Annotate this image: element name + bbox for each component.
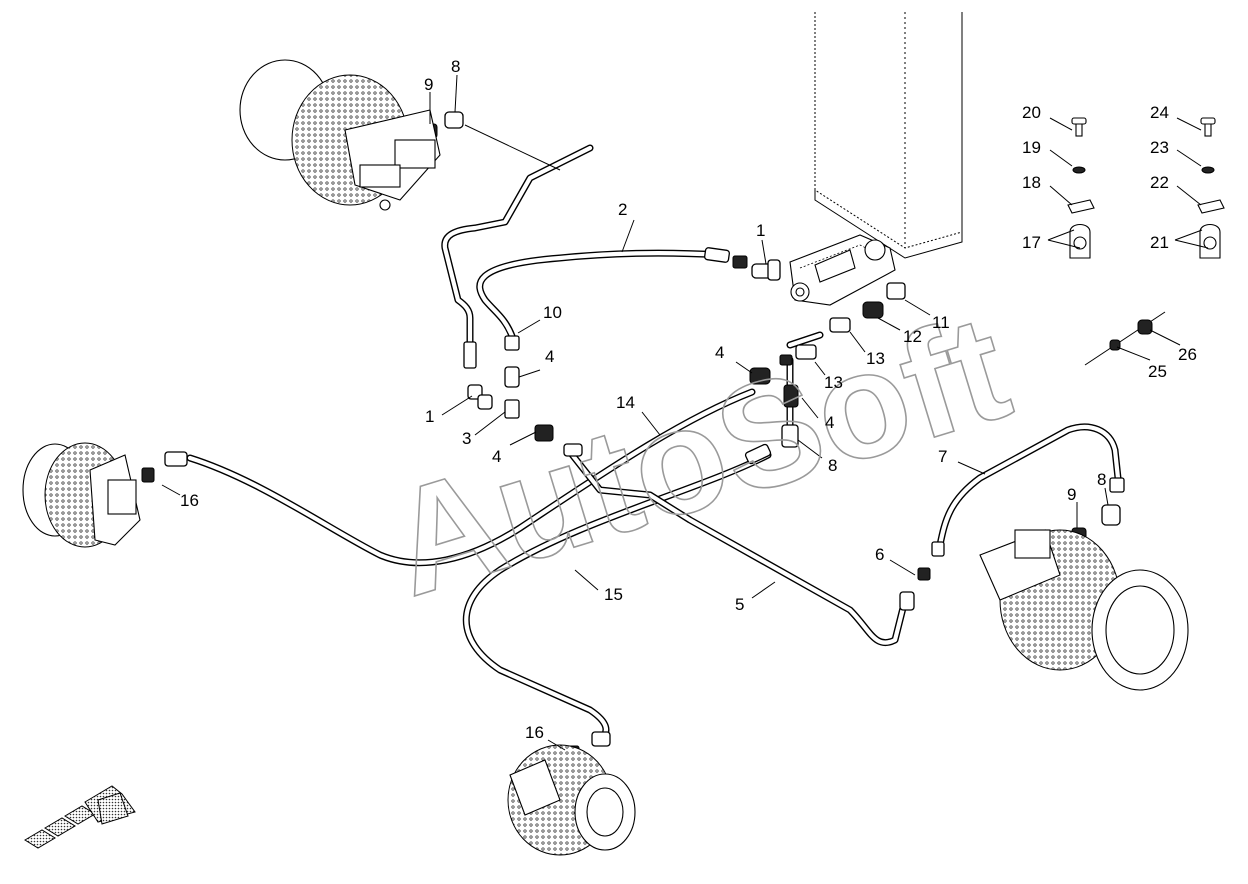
- callout-26: 26: [1178, 345, 1197, 364]
- callout-25: 25: [1148, 362, 1167, 381]
- callout-1: 1: [425, 407, 434, 426]
- callout-5: 5: [735, 595, 744, 614]
- callout-21: 21: [1150, 233, 1169, 252]
- swivel-valve-block: [789, 234, 896, 306]
- callout-23: 23: [1150, 138, 1169, 157]
- callout-4: 4: [715, 343, 724, 362]
- travel-motor-bottom: [507, 744, 636, 856]
- callout-22: 22: [1150, 173, 1169, 192]
- pipe-upper-left: [441, 124, 594, 354]
- callout-12: 12: [903, 327, 922, 346]
- callout-20: 20: [1022, 103, 1041, 122]
- callout-6: 6: [875, 545, 884, 564]
- travel-motor-left: [22, 442, 141, 548]
- fittings: [141, 111, 1125, 759]
- callout-13: 13: [866, 349, 885, 368]
- callout-13: 13: [824, 373, 843, 392]
- callout-4: 4: [545, 347, 554, 366]
- callout-8: 8: [1097, 470, 1106, 489]
- callout-19: 19: [1022, 138, 1041, 157]
- callout-8: 8: [828, 456, 837, 475]
- callout-8: 8: [451, 57, 460, 76]
- fitting-25-26: [1084, 311, 1166, 366]
- callout-16: 16: [525, 723, 544, 742]
- callout-4: 4: [825, 413, 834, 432]
- direction-arrow-icon: [24, 785, 136, 849]
- callout-14: 14: [616, 393, 635, 412]
- callout-15: 15: [604, 585, 623, 604]
- callout-11: 11: [932, 313, 950, 332]
- travel-motor-right: [979, 529, 1189, 691]
- travel-motor-upper: [239, 59, 441, 211]
- callout-7: 7: [938, 447, 947, 466]
- callout-18: 18: [1022, 173, 1041, 192]
- callout-9: 9: [1067, 485, 1076, 504]
- pipe-7: [936, 423, 1122, 549]
- pipe-14: [186, 388, 756, 567]
- callout-1: 1: [756, 221, 765, 240]
- callout-16: 16: [180, 491, 199, 510]
- callout-3: 3: [462, 429, 471, 448]
- leader-lines: [161, 74, 1209, 751]
- pipe-15: [462, 451, 772, 744]
- frame-column: [814, 12, 963, 259]
- clamp-assembly-left: [1067, 117, 1095, 259]
- callout-labels: 1 1 2 3 4 4 4 4 5 6 7 8 8 8 9 9 10 11 12…: [180, 57, 1197, 742]
- clamp-assembly-right: [1197, 117, 1225, 259]
- pipe-5: [566, 448, 909, 647]
- callout-10: 10: [543, 303, 562, 322]
- callout-17: 17: [1022, 233, 1041, 252]
- callout-24: 24: [1150, 103, 1169, 122]
- callout-4: 4: [492, 447, 501, 466]
- callout-2: 2: [618, 200, 627, 219]
- callout-9: 9: [424, 75, 433, 94]
- pipe-2: [476, 249, 724, 340]
